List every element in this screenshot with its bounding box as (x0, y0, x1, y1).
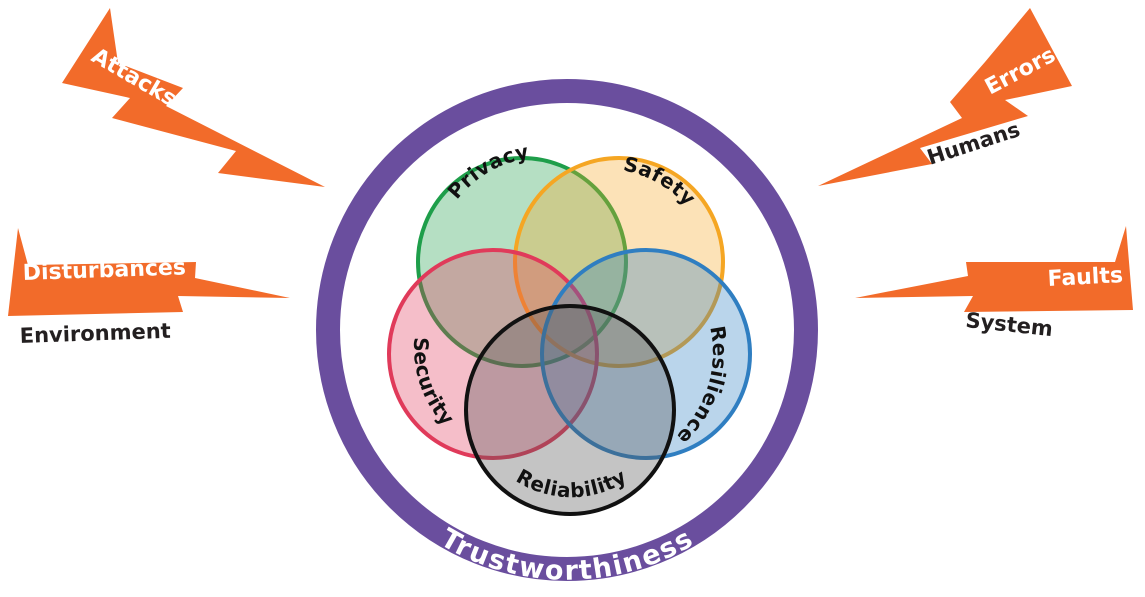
faults-label: Faults (1047, 263, 1124, 292)
trustworthiness-ring (316, 79, 818, 581)
safety-circle (513, 156, 725, 368)
trustworthiness-label: Trustworthiness (435, 523, 698, 587)
attacks-bolt: Attacks (62, 8, 325, 187)
faults-bolt: Faults System (855, 226, 1133, 341)
disturbances-label: Disturbances (22, 255, 186, 286)
reliability-circle (464, 304, 676, 516)
environment-label: Environment (19, 319, 171, 348)
privacy-circle (416, 156, 628, 368)
trustworthiness-text: Trustworthiness (435, 523, 698, 587)
lightning-bolt-icon (8, 228, 290, 316)
lightning-bolt-icon (855, 226, 1133, 312)
lightning-bolt-icon (818, 8, 1072, 186)
errors-bolt: Errors Humans (818, 8, 1072, 186)
lightning-bolt-icon (62, 8, 325, 187)
disturbances-bolt: Disturbances Environment (8, 228, 290, 348)
system-label: System (964, 308, 1054, 341)
resilience-circle (540, 248, 752, 460)
security-circle (387, 248, 599, 460)
